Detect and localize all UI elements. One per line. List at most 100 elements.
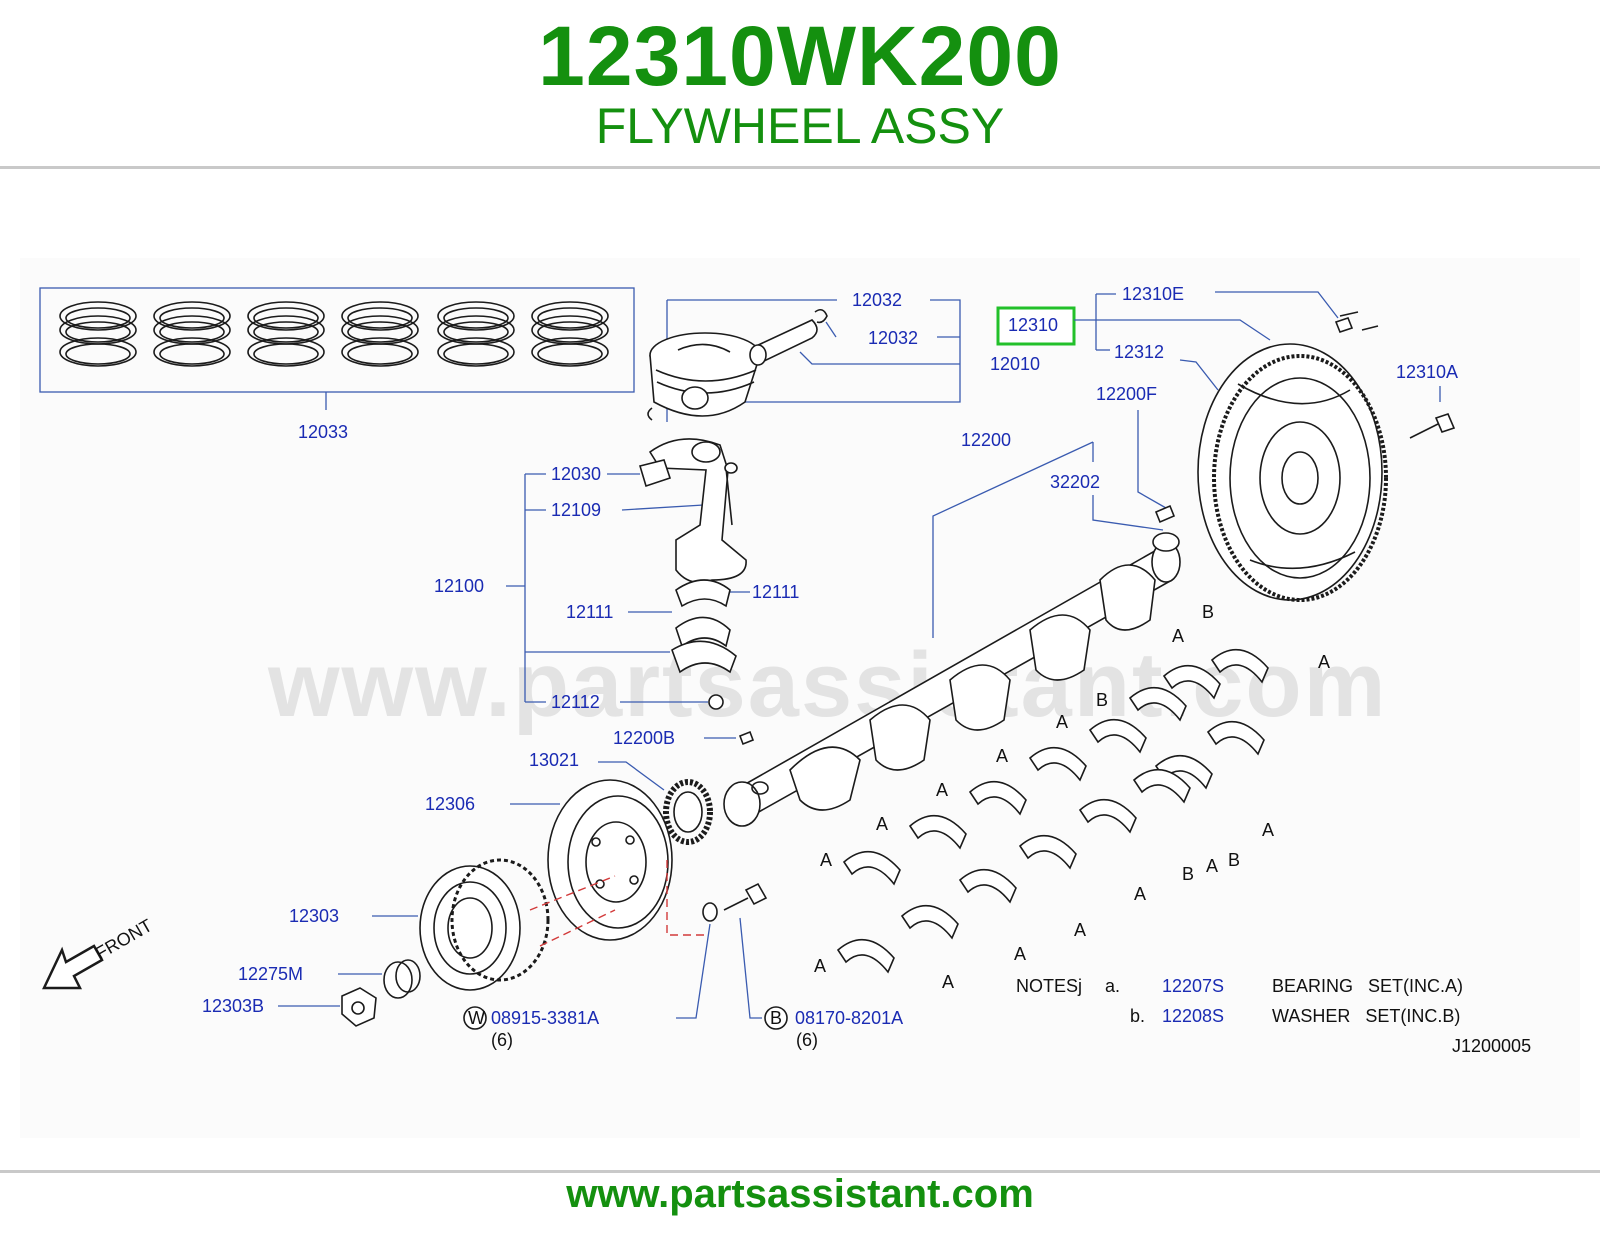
pulley-bolt-drawing	[723, 882, 768, 911]
bearing-mark-a: A	[1206, 856, 1218, 876]
bearing-mark-b: B	[1096, 690, 1108, 710]
alignment-line-2	[539, 909, 616, 947]
callout-12112[interactable]: 12112	[551, 692, 600, 712]
bearing-mark-a: A	[996, 746, 1008, 766]
callout-08170-8201A[interactable]: 08170-8201A	[795, 1008, 903, 1028]
callout-12303[interactable]: 12303	[289, 906, 339, 926]
bearing-mark-a: A	[1074, 920, 1086, 940]
crankshaft-drawing	[723, 504, 1181, 827]
callout-12312[interactable]: 12312	[1114, 342, 1164, 362]
dowel-pin-drawing	[1334, 317, 1354, 333]
callout-12200[interactable]: 12200	[961, 430, 1011, 450]
callout-12010[interactable]: 12010	[990, 354, 1040, 374]
bearing-shell	[1128, 686, 1187, 722]
washer-mark-circle	[463, 1006, 487, 1030]
front-arrow-icon	[42, 944, 104, 990]
bearing-shell	[836, 938, 895, 974]
bearing-mark-a: A	[1014, 944, 1026, 964]
notes-b-key: b.	[1130, 1006, 1145, 1026]
callout-12310E[interactable]: 12310E	[1122, 284, 1184, 304]
alignment-line-1	[529, 875, 616, 911]
bearing-shell	[958, 868, 1017, 904]
callout-12200B[interactable]: 12200B	[613, 728, 675, 748]
flywheel-drawing	[1197, 311, 1388, 602]
conrod-drawing	[638, 438, 747, 710]
bearing-mark-a: A	[1318, 652, 1330, 672]
notes-a-part[interactable]: 12207S	[1162, 976, 1224, 996]
callout-12310-highlighted[interactable]: 12310	[1008, 315, 1058, 335]
piston-ring-sets	[59, 301, 609, 367]
notes-a-key: a.	[1105, 976, 1120, 996]
piston-ring-set	[341, 301, 419, 367]
bearing-shell	[1088, 718, 1147, 754]
bearing-mark-a: A	[1262, 820, 1274, 840]
bearing-mark-a: A	[820, 850, 832, 870]
washer-mark: W	[468, 1008, 485, 1028]
footer-url[interactable]: www.partsassistant.com	[566, 1172, 1034, 1216]
callout-12111-left[interactable]: 12111	[566, 602, 613, 622]
piston-ring-set	[437, 301, 515, 367]
bearing-mark-a: A	[876, 814, 888, 834]
spacer-drawing	[383, 959, 421, 999]
bolt-mark-circle	[764, 1006, 788, 1030]
bearing-mark-b: B	[1202, 602, 1214, 622]
header-divider	[0, 166, 1600, 169]
footer-divider	[0, 1170, 1600, 1173]
bearing-mark-b: B	[1182, 864, 1194, 884]
damper-pulley-drawing	[419, 858, 550, 991]
piston-ring-set	[153, 301, 231, 367]
callout-12275M[interactable]: 12275M	[238, 964, 303, 984]
crank-pulley-drawing	[547, 779, 673, 941]
piston-ring-set	[59, 301, 137, 367]
bearing-shell	[1132, 768, 1191, 804]
callout-12032-clip[interactable]: 12032	[868, 328, 918, 348]
callout-08915-3381A[interactable]: 08915-3381A	[491, 1008, 599, 1028]
callout-12033[interactable]: 12033	[298, 422, 348, 442]
notes-b-part[interactable]: 12208S	[1162, 1006, 1224, 1026]
highlighted-part-box[interactable]	[996, 306, 1076, 346]
callout-12306[interactable]: 12306	[425, 794, 475, 814]
bearing-shell	[1028, 746, 1087, 782]
bearing-mark-a: A	[942, 972, 954, 992]
bearing-shell	[900, 904, 959, 940]
washer-drawing	[702, 902, 718, 922]
bearing-mark-a: A	[936, 780, 948, 800]
part-number-title: 12310WK200	[538, 9, 1062, 103]
bearing-shell	[1154, 754, 1213, 790]
notes-heading: NOTESj	[1016, 976, 1082, 996]
bearing-mark-a: A	[1056, 712, 1068, 732]
bearing-mark-a: A	[1134, 884, 1146, 904]
bearing-shell	[1078, 798, 1137, 834]
flywheel-bolt-drawing	[1409, 413, 1456, 439]
piston-drawing	[649, 332, 761, 417]
callout-12030[interactable]: 12030	[551, 464, 601, 484]
callout-08915-qty: (6)	[491, 1030, 513, 1050]
notes-b-desc: WASHER SET(INC.B)	[1272, 1006, 1460, 1026]
callout-08170-qty: (6)	[796, 1030, 818, 1050]
callout-12111-right[interactable]: 12111	[752, 582, 799, 602]
bearing-shell	[1018, 834, 1077, 870]
bearing-shell	[1210, 648, 1269, 684]
bearing-mark-b: B	[1228, 850, 1240, 870]
bearing-shell	[1206, 720, 1265, 756]
callout-12303B[interactable]: 12303B	[202, 996, 264, 1016]
key-drawing	[738, 730, 755, 746]
bearing-shell	[1162, 664, 1221, 700]
part-name-subtitle: FLYWHEEL ASSY	[595, 98, 1005, 154]
bearing-shell	[968, 780, 1027, 816]
callout-13021[interactable]: 13021	[529, 750, 579, 770]
piston-pin-drawing	[647, 308, 828, 421]
callout-12109[interactable]: 12109	[551, 500, 601, 520]
pulley-nut-drawing	[341, 987, 377, 1027]
callout-12310A[interactable]: 12310A	[1396, 362, 1458, 382]
callout-32202[interactable]: 32202	[1050, 472, 1100, 492]
crank-sprocket-drawing	[663, 779, 713, 845]
bearing-shell	[842, 850, 901, 886]
callout-12200F[interactable]: 12200F	[1096, 384, 1157, 404]
piston-ring-set	[531, 301, 609, 367]
callout-12100[interactable]: 12100	[434, 576, 484, 596]
piston-ring-set	[247, 301, 325, 367]
callout-12032-top[interactable]: 12032	[852, 290, 902, 310]
